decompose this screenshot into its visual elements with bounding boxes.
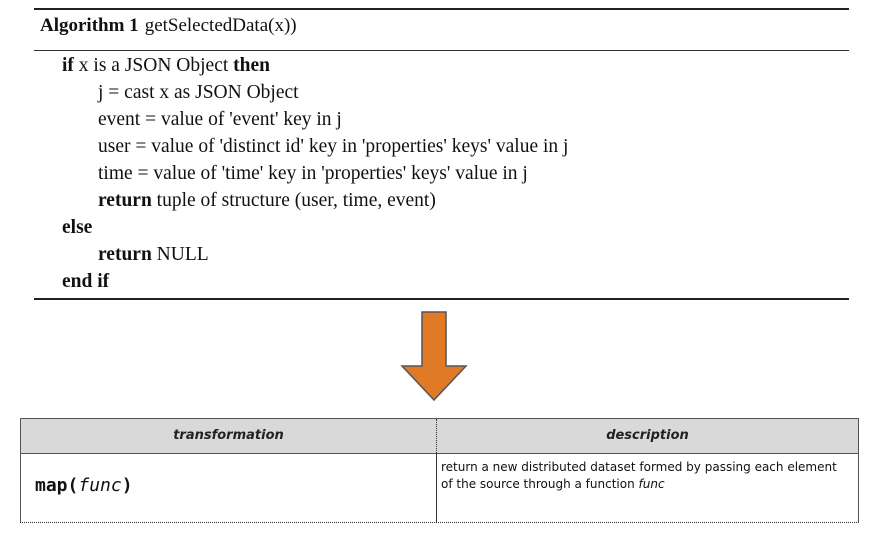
keyword-return: return: [98, 190, 152, 211]
transformation-cell: map(func): [35, 475, 133, 496]
algorithm-name: getSelectedData(x)): [144, 15, 297, 36]
statement-text: time = value of 'time' key in 'propertie…: [98, 163, 528, 184]
algorithm-line-user: user = value of 'distinct id' key in 'pr…: [98, 134, 568, 160]
arrow-shape: [400, 311, 468, 402]
row-divider: [436, 453, 437, 522]
algorithm-line-cast: j = cast x as JSON Object: [98, 80, 299, 106]
algorithm-caption-rule: [34, 50, 849, 51]
keyword-end-if: end if: [62, 271, 110, 292]
statement-text: user = value of 'distinct id' key in 'pr…: [98, 136, 569, 157]
function-close-paren: ): [121, 475, 133, 496]
keyword-then: then: [233, 55, 271, 76]
algorithm-line-return-tuple: return tuple of structure (user, time, e…: [98, 188, 436, 214]
algorithm-line-time: time = value of 'time' key in 'propertie…: [98, 161, 528, 187]
algorithm-line-end-if: end if: [62, 269, 109, 295]
table-header-row: transformation description: [20, 418, 859, 454]
algorithm-bottom-rule: [34, 298, 849, 300]
down-arrow-icon: [400, 311, 468, 402]
algorithm-line-event: event = value of 'event' key in j: [98, 107, 342, 133]
header-divider: [436, 419, 437, 453]
statement-text: j = cast x as JSON Object: [98, 82, 299, 103]
header-description: description: [606, 428, 689, 443]
condition-text: x is a JSON Object: [73, 55, 234, 76]
table-row: map(func) return a new distributed datas…: [20, 453, 859, 523]
function-name: map(: [35, 475, 79, 496]
description-emphasis: func: [638, 477, 665, 491]
description-text: return a new distributed dataset formed …: [441, 460, 837, 491]
header-transformation: transformation: [173, 428, 284, 443]
algorithm-line-return-null: return NULL: [98, 242, 209, 268]
statement-text: tuple of structure (user, time, event): [151, 190, 436, 211]
algorithm-line-if: if x is a JSON Object then: [62, 53, 270, 79]
statement-text: event = value of 'event' key in j: [98, 109, 342, 130]
description-cell: return a new distributed dataset formed …: [441, 459, 851, 493]
algorithm-label: Algorithm 1: [40, 15, 139, 36]
keyword-if: if: [62, 55, 74, 76]
function-arg: func: [78, 475, 122, 496]
transformation-table: transformation description map(func) ret…: [20, 418, 859, 524]
algorithm-line-else: else: [62, 215, 92, 241]
algorithm-top-rule: [34, 8, 849, 10]
keyword-return: return: [98, 244, 152, 265]
keyword-else: else: [62, 217, 93, 238]
statement-text: NULL: [151, 244, 209, 265]
